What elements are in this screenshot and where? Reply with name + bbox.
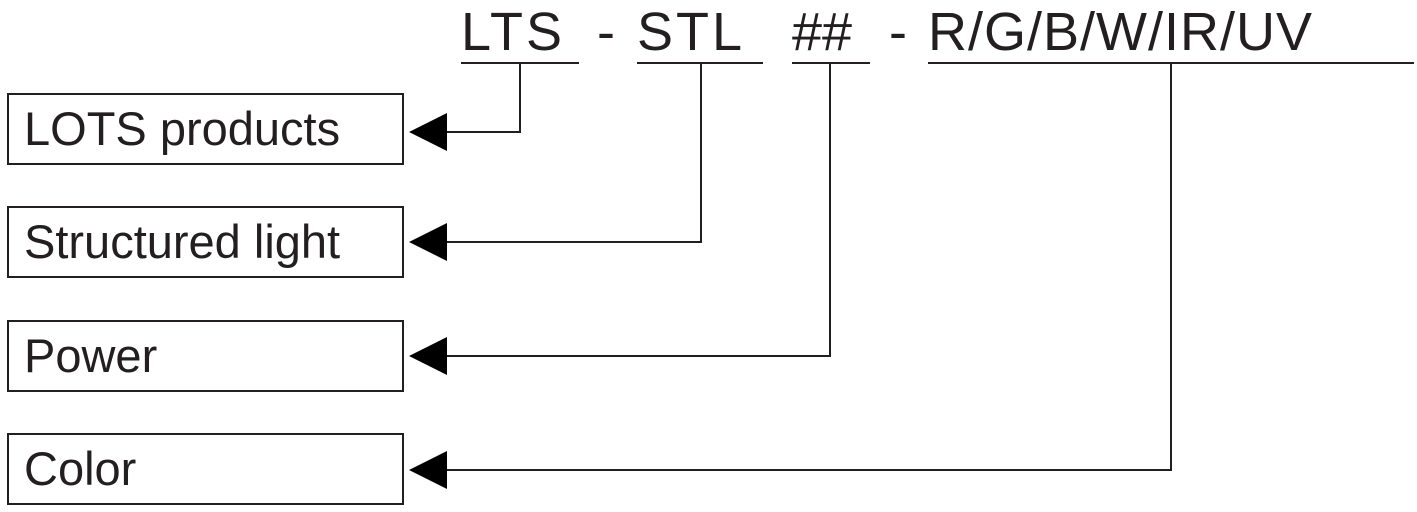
code-segment-stl: STL bbox=[637, 2, 746, 62]
code-segment-power: ## bbox=[792, 2, 853, 62]
label-structured-light: Structured light bbox=[24, 215, 341, 268]
arrowhead-left-icon bbox=[409, 451, 447, 489]
code-separator-1: - bbox=[597, 2, 615, 62]
connector-color-to-color bbox=[440, 62, 1172, 471]
connector-power-to-power bbox=[440, 62, 831, 357]
arrowhead-left-icon bbox=[409, 113, 447, 151]
label-power: Power bbox=[24, 329, 158, 382]
connector-lts-to-lots-products bbox=[440, 62, 521, 133]
arrowhead-left-icon bbox=[409, 337, 447, 375]
code-segment-lts: LTS bbox=[461, 2, 566, 62]
code-segment-color: R/G/B/W/IR/UV bbox=[928, 2, 1314, 62]
connector-stl-to-structured-light bbox=[440, 62, 702, 243]
label-box-lots-products: LOTS products bbox=[7, 93, 404, 165]
label-box-color: Color bbox=[7, 433, 404, 505]
label-lots-products: LOTS products bbox=[24, 102, 341, 155]
label-color: Color bbox=[24, 442, 137, 495]
label-box-power: Power bbox=[7, 320, 404, 392]
label-box-structured-light: Structured light bbox=[7, 206, 404, 278]
arrowhead-left-icon bbox=[409, 223, 447, 261]
code-separator-2: - bbox=[889, 2, 907, 62]
